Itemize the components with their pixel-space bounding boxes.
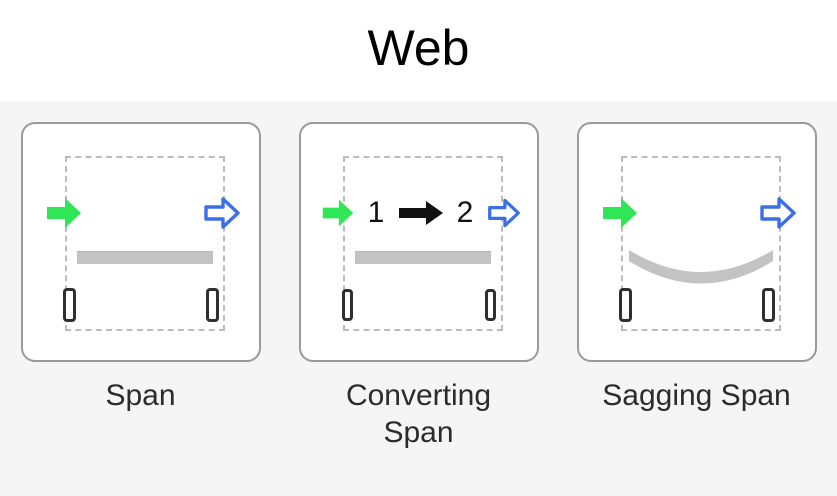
support-post-right (761, 288, 775, 322)
gallery-item-converting-span[interactable]: 1 2 Converting Span (298, 122, 539, 451)
black-filled-arrow-icon (398, 201, 443, 225)
span-card-label: Span (105, 379, 176, 412)
support-post-left (62, 288, 76, 322)
gallery-item-sagging-span[interactable]: Sagging Span (576, 122, 817, 415)
sagging-curved-beam (628, 250, 773, 284)
arrow-row (23, 192, 259, 234)
gallery-item-span[interactable]: Span (20, 122, 261, 415)
page-title: Web (367, 19, 470, 76)
support-post-left (618, 288, 632, 322)
header: Web (0, 0, 837, 101)
support-post-left (341, 289, 353, 321)
span-card[interactable] (20, 122, 261, 362)
straight-beam (354, 251, 491, 264)
green-filled-arrow-icon (322, 199, 353, 227)
blue-outline-arrow-icon (203, 197, 240, 229)
straight-beam (76, 251, 213, 264)
support-post-right (484, 289, 496, 321)
dashed-bounds (620, 156, 781, 331)
arrow-row (579, 192, 815, 234)
sagging-span-card-label: Sagging Span (602, 379, 791, 412)
green-filled-arrow-icon (46, 198, 81, 228)
node-number-2: 2 (456, 196, 474, 229)
sagging-span-card[interactable] (576, 122, 817, 362)
converting-span-card[interactable]: 1 2 (298, 122, 539, 362)
dashed-bounds (64, 156, 225, 331)
node-number-1: 1 (367, 196, 385, 229)
blue-outline-arrow-icon (487, 198, 520, 228)
converting-span-card-label: Converting Span (345, 379, 492, 449)
support-post-right (205, 288, 219, 322)
arrow-row: 1 2 (301, 192, 537, 234)
span-gallery: Span 1 2 (0, 101, 837, 496)
green-filled-arrow-icon (602, 198, 637, 228)
dashed-bounds (342, 156, 503, 331)
blue-outline-arrow-icon (759, 197, 796, 229)
